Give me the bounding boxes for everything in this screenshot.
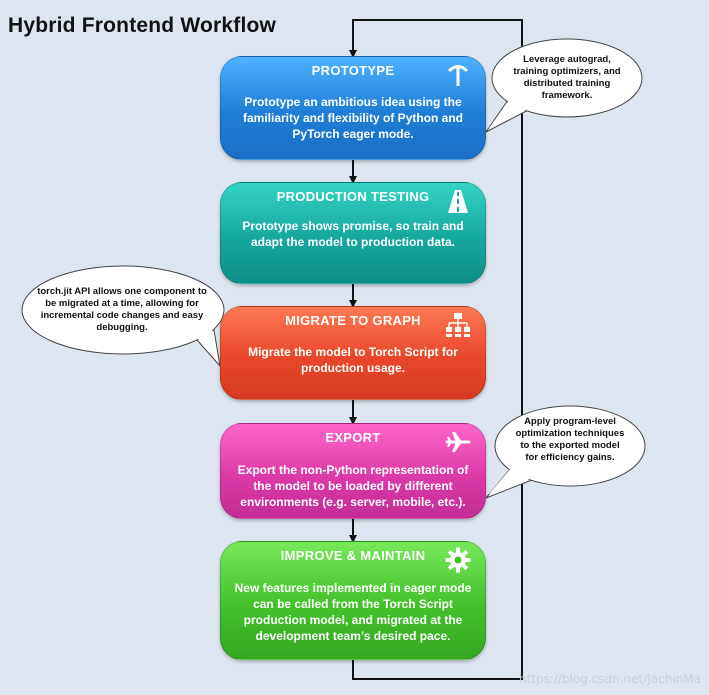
bubble-optimization: Apply program-level optimization techniq… xyxy=(515,416,625,463)
step-migrate-to-graph: MIGRATE TO GRAPH Migrate the model to To… xyxy=(220,306,486,400)
bubble-autograd-shape xyxy=(485,38,643,133)
gear-icon xyxy=(445,547,471,573)
step-title: IMPROVE & MAINTAIN xyxy=(280,548,426,563)
airplane-icon xyxy=(445,432,471,452)
step-export: EXPORT Export the non-Python representat… xyxy=(220,423,486,519)
road-icon xyxy=(448,190,468,213)
step-description: Prototype an ambitious idea using the fa… xyxy=(242,95,464,141)
step-prototype: PROTOTYPE Prototype an ambitious idea us… xyxy=(220,56,486,160)
step-description: Export the non-Python representation of … xyxy=(237,463,469,509)
bubble-torchjit: torch.jit API allows one component to be… xyxy=(37,286,207,333)
pickaxe-icon xyxy=(448,65,468,86)
step-title: MIGRATE TO GRAPH xyxy=(285,313,421,328)
step-title: PROTOTYPE xyxy=(311,63,395,78)
step-production-testing: PRODUCTION TESTING Prototype shows promi… xyxy=(220,182,486,284)
bubble-optimization-shape xyxy=(485,405,646,499)
watermark: https://blog.csdn.net/JachinMa xyxy=(518,672,701,686)
step-improve-maintain: IMPROVE & MAINTAIN New features implemen… xyxy=(220,541,486,660)
diagram-title: Hybrid Frontend Workflow xyxy=(8,14,277,37)
bubble-torchjit-shape xyxy=(21,265,225,368)
step-description: Migrate the model to Torch Script for pr… xyxy=(248,345,458,375)
step-title: EXPORT xyxy=(325,430,381,445)
graph-icon xyxy=(446,313,470,337)
loop-back-line xyxy=(349,19,523,680)
step-title: PRODUCTION TESTING xyxy=(276,189,430,204)
bubble-autograd: Leverage autograd, training optimizers, … xyxy=(513,54,621,101)
step-description: Prototype shows promise, so train and ad… xyxy=(242,219,464,249)
step-description: New features implemented in eager mode c… xyxy=(234,581,472,643)
